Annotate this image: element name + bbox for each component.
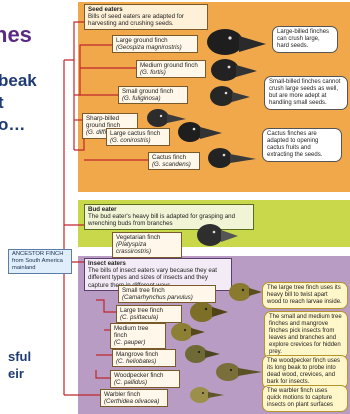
ancestor-finch-box: ANCESTOR FINCH from South America mainla…: [8, 249, 72, 274]
medium-ground-finch-label: Medium ground finch (G. fortis): [136, 60, 206, 79]
small-ground-finch-head: [210, 86, 250, 106]
large-tree-finch-latin: (C. psittacula): [120, 314, 159, 322]
mangrove-finch-head: [185, 345, 220, 363]
seed-eaters-description: Bills of seed eaters are adapted for har…: [88, 13, 184, 28]
cactus-finch-head: [208, 148, 256, 168]
slide-text-fragment-1: beak: [0, 71, 37, 90]
large-ground-finch-head: [207, 29, 266, 55]
large-tree-finch-note: The large tree finch uses its heavy bill…: [262, 282, 348, 309]
small-tree-finch-latin: (Camarhynchus parvulus): [122, 294, 193, 302]
medium-tree-finch-latin: (C. pauper): [114, 339, 146, 347]
large-billed-note: Large-billed finches can crush large, ha…: [272, 26, 338, 53]
sharp-billed-ground-finch-name: Sharp-billed ground finch: [86, 115, 121, 130]
vegetarian-finch-head: [197, 224, 238, 246]
small-tree-finch-head: [229, 283, 262, 301]
bud-eater-description: The bud eater's heavy bill is adapted fo…: [88, 213, 236, 228]
small-ground-finch-label: Small ground finch (G. fuliginosa): [118, 86, 188, 105]
small-tree-finch-label: Small tree finch (Camarhynchus parvulus): [118, 285, 216, 304]
large-tree-finch-head: [190, 302, 228, 322]
ancestor-label: ANCESTOR FINCH: [12, 251, 64, 257]
warbler-finch-label: Warbler finch (Certhidea olivacea): [100, 389, 168, 408]
cactus-finch-note: Cactus finches are adapted to opening ca…: [262, 128, 342, 162]
large-tree-finch-name: Large tree finch: [120, 307, 163, 314]
mangrove-finch-label: Mangrove finch (C. heliobates): [112, 349, 176, 368]
woodpecker-finch-label: Woodpecker finch (C. pallidus): [110, 370, 180, 389]
seed-eaters-title: Seed eaters: [88, 6, 123, 13]
warbler-finch-latin: (Certhidea olivacea): [104, 398, 160, 406]
medium-tree-finch-label: Medium tree finch (C. pauper): [110, 323, 166, 349]
slide-bottom-fragment-1: sful: [8, 349, 32, 364]
bud-eater-title: Bud eater: [88, 206, 117, 213]
medium-ground-finch-head: [211, 59, 257, 81]
bud-eater-header-box: Bud eater The bud eater's heavy bill is …: [84, 204, 254, 230]
small-tree-finch-name: Small tree finch: [122, 287, 165, 294]
medium-ground-finch-latin: (G. fortis): [140, 69, 166, 77]
woodpecker-finch-head: [216, 363, 262, 381]
vegetarian-finch-label: Vegetarian finch (Platyspiza crassirostr…: [112, 232, 182, 258]
large-cactus-finch-head: [178, 122, 222, 142]
large-cactus-finch-latin: (G. conirostris): [110, 137, 151, 145]
large-ground-finch-label: Large ground finch (Geospiza magnirostri…: [112, 35, 198, 54]
slide-bottom-fragment-2: eir: [8, 366, 24, 381]
slide-text-fragment-3: o…: [0, 115, 26, 134]
mangrove-finch-latin: (C. heliobates): [116, 358, 157, 366]
seed-eaters-header-box: Seed eaters Bills of seed eaters are ada…: [84, 4, 208, 30]
small-billed-note: Small-billed finches cannot crush large …: [264, 76, 348, 110]
medium-ground-finch-name: Medium ground finch: [140, 62, 198, 69]
slide-title-fragment: nes: [0, 22, 32, 47]
woodpecker-finch-name: Woodpecker finch: [114, 372, 164, 379]
ancestor-sublabel: from South America mainland: [12, 258, 63, 271]
warbler-finch-note: The warbler finch uses quick motions to …: [262, 385, 348, 412]
large-ground-finch-latin: (Geospiza magnirostris): [116, 44, 182, 52]
mangrove-finch-name: Mangrove finch: [116, 351, 159, 358]
cactus-finch-name: Cactus finch: [152, 154, 187, 161]
cactus-finch-label: Cactus finch (G. scandens): [148, 152, 200, 171]
large-ground-finch-name: Large ground finch: [116, 37, 168, 44]
sharp-billed-ground-finch-latin: (G. difficilis): [86, 129, 119, 137]
small-ground-finch-name: Small ground finch: [122, 88, 174, 95]
large-cactus-finch-name: Large cactus finch: [110, 130, 161, 137]
large-cactus-finch-label: Large cactus finch (G. conirostris): [106, 128, 170, 147]
woodpecker-finch-latin: (C. pallidus): [114, 379, 148, 387]
sharp-billed-ground-finch-head: [147, 109, 186, 127]
cactus-finch-latin: (G. scandens): [152, 161, 191, 169]
medium-tree-finch-head: [171, 323, 205, 341]
warbler-finch-name: Warbler finch: [104, 391, 141, 398]
slide-text-fragment-2: t: [0, 93, 4, 112]
vegetarian-finch-latin: (Platyspiza crassirostris): [116, 241, 152, 256]
medium-tree-finch-name: Medium tree finch: [114, 325, 149, 340]
small-ground-finch-latin: (G. fuliginosa): [122, 95, 161, 103]
large-tree-finch-label: Large tree finch (C. psittacula): [116, 305, 182, 324]
vegetarian-finch-name: Vegetarian finch: [116, 234, 161, 241]
warbler-finch-head: [190, 387, 224, 403]
medium-tree-finch-note: The small and medium tree finches and ma…: [264, 311, 348, 359]
insect-eaters-title: Insect eaters: [88, 260, 126, 267]
